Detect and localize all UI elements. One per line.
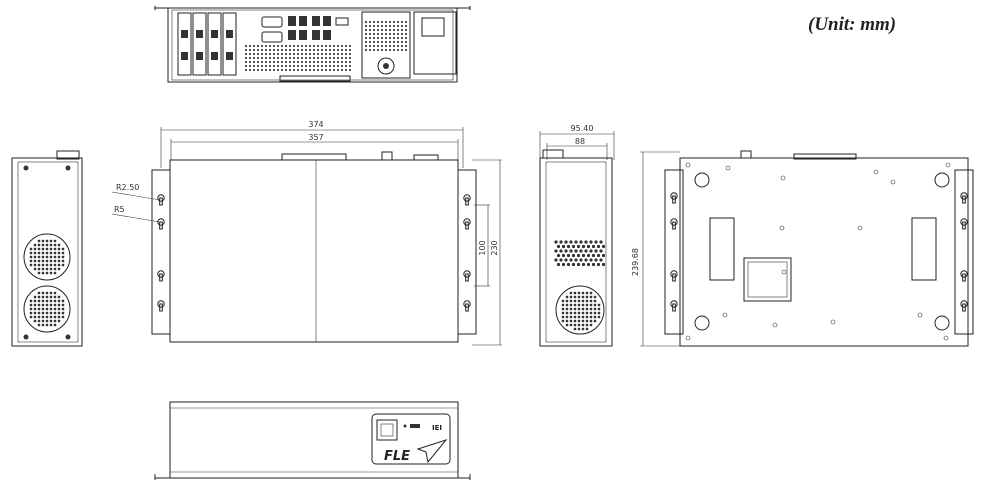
power-supply-area: [361, 11, 457, 79]
fan-grille: [555, 285, 605, 335]
logo-arrow-icon: [416, 439, 448, 464]
dim-depth-body: 88: [575, 137, 585, 146]
vent-pattern: [244, 20, 408, 72]
front-view: 374 357 R2.50 R5 100 230: [111, 120, 502, 346]
io-connectors: [261, 16, 349, 43]
dim-overall-width: 374: [308, 120, 323, 129]
power-button-icon: [376, 419, 398, 441]
dim-depth-total: 95.40: [571, 124, 594, 133]
fan-grille-bottom: [23, 285, 71, 333]
dim-height-total: 230: [490, 240, 499, 255]
fan-grille-top: [23, 233, 71, 281]
bottom-keyholes: [670, 192, 968, 312]
left-side-view: [11, 150, 83, 347]
dim-radius-large: R2.50: [116, 183, 139, 192]
bottom-screw-holes: [685, 162, 951, 341]
keyhole-slots: [157, 194, 471, 312]
product-logo: FLE: [384, 449, 410, 464]
dim-radius-small: R5: [114, 205, 125, 214]
vent-hex-pattern: [554, 240, 606, 267]
dim-hole-spacing: 100: [478, 240, 487, 255]
bottom-view: 239.68: [631, 150, 974, 347]
dim-inner-width: 357: [308, 133, 323, 142]
right-side-view: 95.40 88: [539, 124, 615, 347]
unit-label: (Unit: mm): [808, 14, 897, 35]
rear-io-panel-view: [154, 6, 471, 83]
expansion-slots: [177, 12, 237, 76]
brand-badge: IEI: [432, 424, 442, 432]
dim-bottom-height: 239.68: [631, 248, 640, 276]
front-panel-view: IEI FLE: [154, 401, 471, 480]
